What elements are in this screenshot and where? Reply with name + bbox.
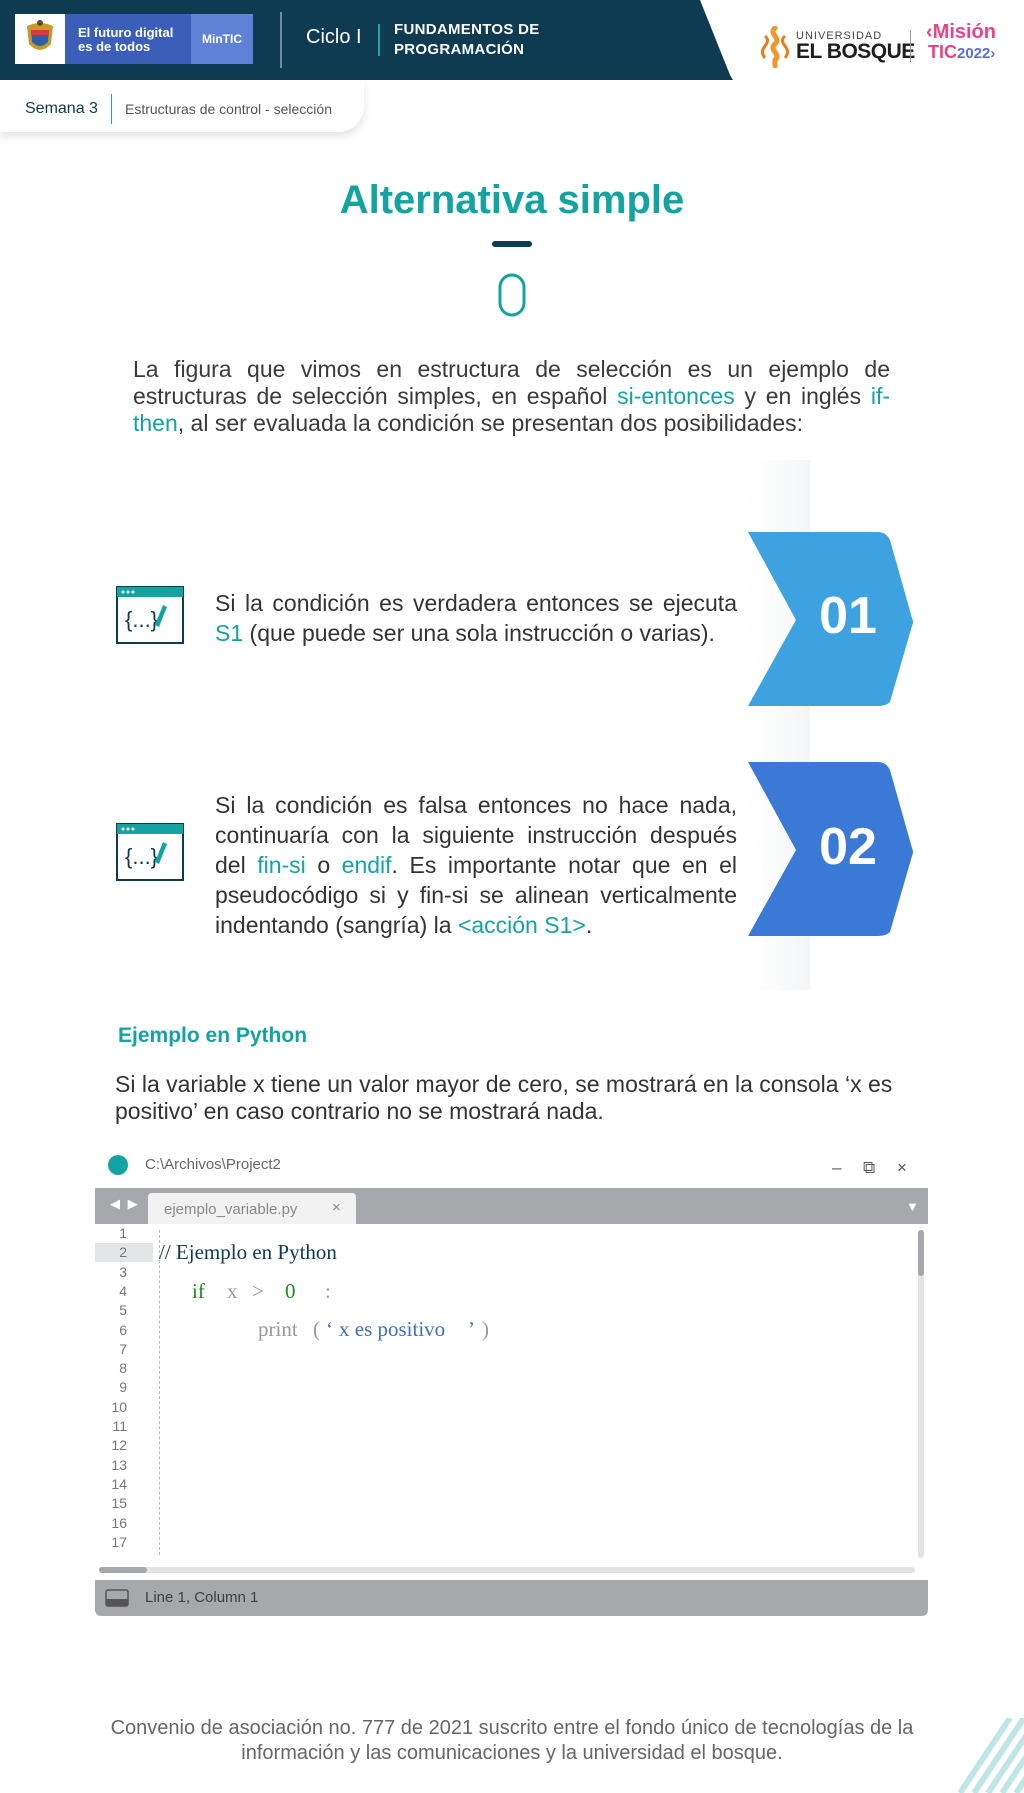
item-01-number: 01 (819, 587, 877, 645)
line-number: 7 (119, 1340, 127, 1357)
line-number: 6 (119, 1321, 127, 1338)
line-number: 15 (111, 1495, 127, 1512)
code-quote-close: ’ (468, 1317, 475, 1341)
vertical-scrollbar[interactable] (918, 1230, 924, 1558)
line-number: 17 (111, 1533, 127, 1550)
hexagon-01 (748, 532, 913, 706)
code-number: 0 (285, 1279, 296, 1303)
line-number: 5 (119, 1302, 127, 1319)
code-operator: > (252, 1279, 264, 1303)
code-comment: // Ejemplo en Python (159, 1240, 337, 1264)
cursor-position: Line 1, Column 1 (145, 1589, 259, 1606)
university-name: EL BOSQUE (796, 40, 915, 63)
header-divider-accent (378, 24, 380, 56)
intro-paragraph: La figura que vimos en estructura de sel… (133, 356, 890, 436)
editor-tab[interactable] (148, 1193, 356, 1226)
code-editor-icon: {...} (116, 823, 184, 881)
code-colon: : (325, 1279, 331, 1303)
gov-slogan: El futuro digital es de todos (78, 25, 174, 54)
page-title: Alternativa simple (339, 178, 685, 222)
code-if-keyword: if (192, 1279, 205, 1303)
breadcrumb-divider (111, 94, 112, 124)
decorative-zero-icon (0, 272, 1024, 323)
code-variable: x (227, 1279, 238, 1303)
restore-button[interactable]: ⧉ (863, 1158, 876, 1177)
vertical-scrollbar-thumb[interactable] (918, 1230, 924, 1276)
panel-toggle-icon[interactable] (105, 1589, 129, 1607)
window-path: C:\Archivos\Project2 (145, 1156, 281, 1173)
horizontal-scrollbar-thumb[interactable] (99, 1567, 147, 1573)
line-number: 4 (119, 1282, 127, 1299)
line-number: 11 (112, 1418, 127, 1434)
logo-divider (910, 30, 911, 62)
example-heading: Ejemplo en Python (118, 1024, 308, 1047)
coat-of-arms-icon (15, 14, 65, 64)
window-status-dot-icon (108, 1155, 128, 1175)
editor-tab-label[interactable]: ejemplo_variable.py (164, 1201, 298, 1218)
line-number: 2 (95, 1243, 153, 1263)
cycle-label: Ciclo I (306, 26, 362, 48)
header-wave-decoration (700, 0, 1024, 103)
breadcrumb-topic: Estructuras de control - selección (125, 101, 332, 117)
item-01-text: Si la condición es verdadera entonces se… (215, 590, 737, 646)
line-number: 1 (119, 1225, 127, 1241)
line-number: 9 (119, 1379, 127, 1396)
svg-text:{...}: {...} (125, 607, 158, 632)
mision-tic-logo: ‹Misión (926, 21, 996, 43)
breadcrumb-week: Semana 3 (25, 100, 98, 117)
line-number: 10 (111, 1398, 127, 1415)
el-bosque-logo-icon (761, 26, 789, 68)
code-print-fn: print (258, 1317, 298, 1341)
line-number: 16 (111, 1514, 127, 1531)
code-string: x es positivo (339, 1317, 446, 1341)
gutter-divider (159, 1230, 160, 1555)
numbered-hexagon-strip (730, 460, 913, 990)
hexagon-02 (748, 762, 913, 936)
university-label-small: UNIVERSIDAD (796, 30, 883, 42)
footer-agreement-text: Convenio de asociación no. 777 de 2021 s… (110, 1717, 914, 1764)
line-number: 3 (119, 1263, 127, 1280)
tab-menu-dropdown-icon[interactable]: ▼ (906, 1199, 919, 1214)
breadcrumb (0, 80, 364, 132)
mintic-label: MinTIC (191, 14, 253, 64)
line-number: 13 (111, 1456, 127, 1473)
editor-status-bar (95, 1580, 928, 1616)
diagonal-stripes-decoration (957, 1718, 1024, 1793)
line-number: 8 (119, 1360, 127, 1377)
code-editor-icon: {...} (116, 586, 184, 644)
editor-code-area[interactable] (95, 1224, 928, 1580)
title-underline (492, 241, 532, 247)
horizontal-scrollbar[interactable] (99, 1567, 915, 1573)
example-description: Si la variable x tiene un valor mayor de… (115, 1071, 893, 1124)
item-02-number: 02 (819, 818, 877, 876)
tab-nav-arrows-icon[interactable]: ◀ ▶ (110, 1196, 140, 1211)
gov-badge: El futuro digital es de todos MinTIC (15, 14, 253, 64)
close-window-button[interactable]: × (897, 1158, 907, 1177)
code-paren-close: ) (482, 1317, 489, 1341)
header-divider (280, 12, 282, 68)
course-title: FUNDAMENTOS DE PROGRAMACIÓN (394, 21, 540, 58)
minimize-button[interactable]: – (832, 1158, 842, 1177)
line-number: 14 (111, 1475, 127, 1492)
line-number: 12 (111, 1437, 127, 1454)
code-quote-open: ‘ (326, 1317, 333, 1341)
svg-text:{...}: {...} (125, 844, 158, 869)
tab-close-icon[interactable]: × (332, 1199, 341, 1216)
code-paren-open: ( (313, 1317, 320, 1341)
item-02-text: Si la condición es falsa entonces no hac… (215, 792, 737, 938)
mision-tic-year: TIC2022› (928, 42, 996, 62)
